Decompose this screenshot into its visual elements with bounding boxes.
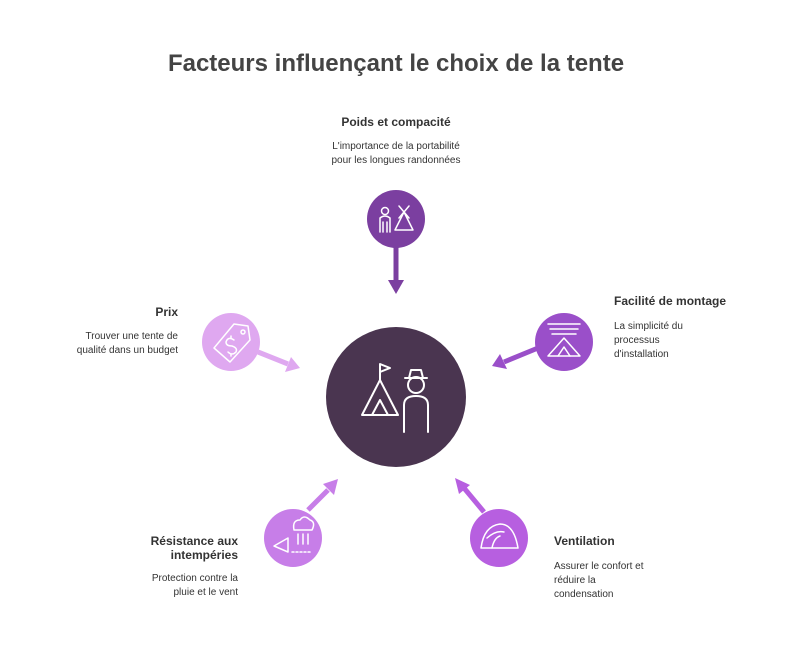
arrow-intemperies	[306, 479, 338, 512]
hiker-tent-icon	[379, 205, 414, 233]
node-montage	[535, 313, 593, 371]
diagram-title: Facteurs influençant le choix de la tent…	[167, 50, 625, 77]
factor-label-ventilation: Ventilation	[554, 534, 615, 548]
arrow-poids	[388, 246, 404, 294]
price-tag-icon	[213, 323, 251, 363]
arrow-prix	[257, 349, 300, 372]
factor-label-poids: Poids et compacité	[341, 115, 451, 129]
arrow-montage	[492, 345, 539, 369]
factor-description-prix: Trouver une tente de qualité dans un bud…	[76, 331, 178, 356]
factor-description-poids: L'importance de la portabilité pour les …	[331, 141, 461, 166]
node-ventilation	[470, 509, 528, 567]
factor-label-intemperies: Résistance aux intempéries	[150, 534, 238, 562]
tent-setup-icon	[547, 323, 581, 357]
node-prix	[202, 313, 260, 371]
factor-label-montage: Facilité de montage	[614, 294, 727, 308]
dome-tent-icon	[480, 523, 519, 549]
camper-tent-icon	[361, 363, 429, 433]
factor-description-ventilation: Assurer le confort et réduire la condens…	[554, 561, 644, 600]
factor-description-montage: La simplicité du processus d'installatio…	[614, 321, 683, 360]
central-node	[326, 327, 466, 467]
node-poids	[367, 190, 425, 248]
arrow-ventilation	[455, 478, 486, 514]
factor-description-intemperies: Protection contre la pluie et le vent	[151, 573, 238, 598]
factor-label-prix: Prix	[155, 305, 178, 319]
node-intemperies	[264, 509, 322, 567]
rain-tent-icon	[273, 516, 315, 553]
